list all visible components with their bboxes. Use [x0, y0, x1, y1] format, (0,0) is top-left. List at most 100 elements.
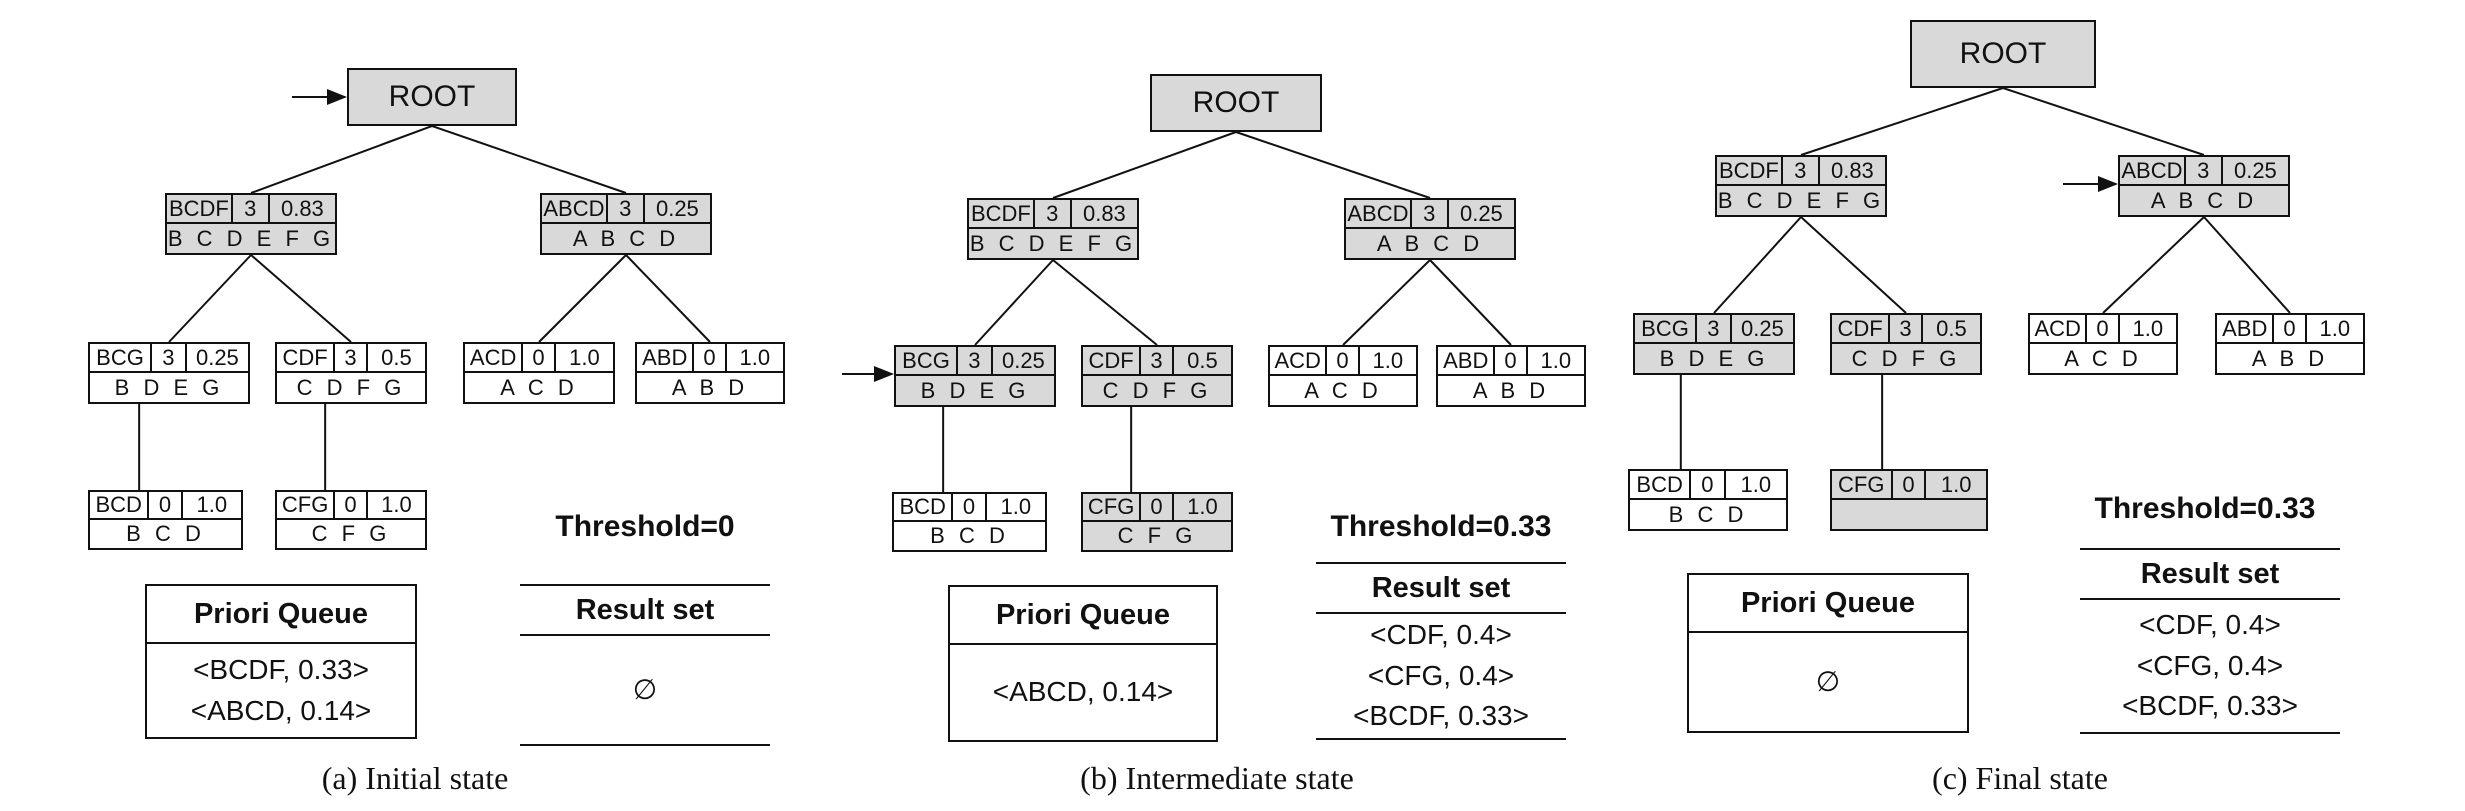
result-set-top-rule [1316, 562, 1566, 564]
edge-abcd-acd [1342, 259, 1431, 346]
node-key: BCG [896, 347, 957, 374]
node-items [1832, 500, 1986, 529]
node-items: B C D [126, 521, 205, 546]
result-set-items: <CDF, 0.4><CFG, 0.4><BCDF, 0.33> [1316, 614, 1566, 738]
node-key: CFG [281, 492, 329, 517]
node-items: C D F G [296, 374, 406, 400]
node-key: CDF [282, 344, 328, 370]
result-set: Result set∅ [520, 584, 770, 748]
node-items: B C D E F G [1717, 186, 1885, 215]
node-count: 0 [951, 494, 984, 520]
node-key: ABCD [1346, 200, 1410, 227]
edge-bcdf-bcg [1713, 216, 1802, 314]
node-items: C D F G [1832, 344, 1980, 373]
node-score: 0.25 [184, 344, 248, 371]
node-key: ABCD [2120, 157, 2184, 184]
node-items: B C D [1668, 501, 1748, 527]
node-count: 3 [150, 344, 185, 371]
result-set-bottom-rule [520, 744, 770, 746]
node-count: 3 [605, 195, 643, 222]
edge-bcdf-bcg [974, 259, 1054, 346]
node-score: 1.0 [365, 492, 425, 518]
node-items: A C D [2064, 345, 2142, 371]
node-items: A B C D [2120, 186, 2288, 215]
node-score: 1.0 [2117, 315, 2176, 342]
node-score: 1.0 [1357, 347, 1416, 374]
node-key: BCG [96, 344, 144, 370]
result-set: Result set <CDF, 0.4><CFG, 0.4><BCDF, 0.3… [1316, 562, 1566, 742]
node-items: C F G [311, 521, 391, 546]
node-items: B D E G [114, 374, 224, 400]
priori-queue-items: <BCDF, 0.33> <ABCD, 0.14> [147, 644, 415, 737]
node-key: BCDF [1717, 157, 1781, 184]
node-score: 1.0 [1723, 471, 1786, 498]
edge-root-bcdf [1052, 131, 1237, 199]
result-set-mid-rule [2080, 598, 2340, 600]
node-count: 3 [1780, 157, 1818, 184]
node-items: A B D [671, 374, 749, 400]
root-node: ROOT [1910, 20, 2096, 88]
node-items: B D E G [896, 376, 1054, 405]
panel-caption: (b) Intermediate state [1080, 760, 1354, 796]
queue-item: <BCDF, 0.33> [193, 653, 369, 685]
result-item: <CDF, 0.4> [2139, 609, 2281, 641]
result-set-title: Result set [575, 594, 715, 626]
node-count: 0 [521, 344, 554, 371]
edge-abcd-abd [2203, 216, 2291, 314]
node-score: 1.0 [1924, 471, 1986, 498]
edge-root-abcd [431, 125, 627, 194]
priori-queue-items: <ABCD, 0.14> [950, 645, 1216, 740]
edge-root-abcd [1235, 131, 1431, 199]
node-key: BCDF [969, 200, 1033, 227]
node-items: B D E G [1635, 344, 1793, 373]
queue-item: <ABCD, 0.14> [992, 676, 1174, 708]
result-set-mid-rule [1316, 612, 1566, 614]
node-count: 3 [1695, 315, 1730, 342]
node-key: CFG [1083, 494, 1140, 520]
node-items: A B D [2251, 345, 2329, 371]
node-count: 3 [1139, 347, 1172, 374]
edge-bcdf-cdf [250, 254, 352, 343]
node-key: BCD [95, 492, 142, 517]
queue-item: <ABCD, 0.14> [190, 694, 372, 726]
node-items: A B D [1472, 377, 1550, 403]
node-score: 0.5 [365, 344, 425, 371]
node-key: BCG [1635, 315, 1696, 342]
node-count: 3 [1888, 315, 1921, 342]
node-count: 0 [2272, 315, 2304, 342]
result-set-bottom-rule [2080, 732, 2340, 734]
result-item: <BCDF, 0.33> [2122, 690, 2298, 722]
node-key: ABCD [542, 195, 606, 222]
result-set-top-rule [520, 584, 770, 586]
node-count: 0 [147, 492, 180, 518]
threshold-label: Threshold=0.33 [2094, 492, 2316, 525]
node-score: 0.25 [1729, 315, 1793, 342]
node-count: 0 [1689, 471, 1723, 498]
result-set-title: Result set [1371, 572, 1511, 604]
node-score: 0.25 [2220, 157, 2288, 184]
node-count: 0 [1890, 471, 1925, 498]
node-key: CDF [1083, 347, 1140, 374]
